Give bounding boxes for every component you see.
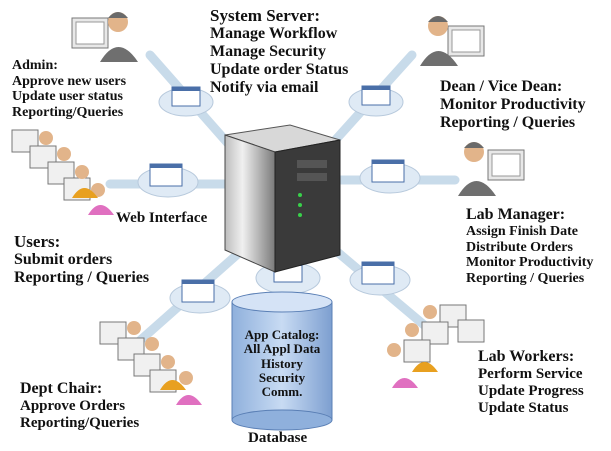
dept-chair-item: Approve Orders (20, 397, 126, 414)
lab-manager-item: Assign Finish Date (466, 223, 579, 239)
database-cylinder-icon (231, 291, 333, 431)
database-item: History (261, 355, 303, 371)
lab-workers-group-icon (387, 304, 485, 388)
lab-manager-user-icon (458, 142, 525, 196)
dean-item: Monitor Productivity (440, 95, 586, 113)
server-label: System Server: Manage Workflow Manage Se… (210, 6, 348, 97)
dean-item: Reporting / Queries (440, 113, 576, 131)
dean-user-icon (420, 16, 485, 66)
admin-user-icon (71, 12, 138, 62)
dept-chair-title: Dept Chair: (20, 380, 103, 397)
admin-item: Update user status (12, 89, 123, 105)
database-caption: Database (248, 430, 308, 446)
dept-chair-group-icon (99, 321, 202, 405)
lab-manager-title: Lab Manager: (466, 206, 566, 223)
dean-label: Dean / Vice Dean: Monitor Productivity R… (440, 78, 586, 132)
database-contents: App Catalog: All Appl Data History Secur… (236, 327, 328, 400)
lab-manager-item: Reporting / Queries (466, 270, 585, 286)
users-title: Users: (14, 232, 61, 251)
admin-item: Approve new users (12, 73, 127, 89)
database-item: Security (258, 369, 306, 385)
lab-workers-item: Perform Service (478, 365, 583, 382)
server-tower-icon (224, 124, 341, 273)
admin-title: Admin: (12, 58, 58, 73)
cloud-browser-lab-workers (349, 261, 411, 296)
admin-item: Reporting/Queries (12, 105, 124, 121)
cloud-browser-dept-chair (169, 279, 231, 314)
lab-workers-title: Lab Workers: (478, 348, 575, 365)
users-item: Reporting / Queries (14, 268, 150, 286)
lab-manager-item: Distribute Orders (466, 239, 573, 255)
lab-manager-label: Lab Manager: Assign Finish Date Distribu… (466, 206, 593, 287)
server-item: Manage Workflow (210, 25, 338, 43)
cloud-browser-lab-manager (359, 159, 421, 194)
server-title: System Server: (210, 6, 320, 25)
database-item: Comm. (261, 384, 303, 400)
web-interface-label: Web Interface (116, 210, 208, 226)
dept-chair-item: Reporting/Queries (20, 414, 140, 431)
users-item: Submit orders (14, 251, 113, 269)
dept-chair-label: Dept Chair: Approve Orders Reporting/Que… (20, 380, 139, 432)
dean-title: Dean / Vice Dean: (440, 78, 563, 95)
cloud-browser-admin (158, 86, 214, 117)
database-title: App Catalog: (244, 327, 320, 342)
server-item: Notify via email (210, 78, 319, 96)
server-item: Manage Security (210, 42, 326, 60)
users-group-icon (11, 129, 114, 215)
cloud-browser-users (137, 163, 199, 198)
lab-workers-label: Lab Workers: Perform Service Update Prog… (478, 348, 584, 416)
database-item: All Appl Data (243, 341, 321, 357)
cloud-browser-dean (348, 85, 404, 117)
lab-manager-item: Monitor Productivity (466, 255, 594, 271)
lab-workers-item: Update Progress (478, 382, 584, 399)
users-label: Users: Submit orders Reporting / Queries (14, 232, 149, 287)
server-item: Update order Status (210, 60, 349, 78)
lab-workers-item: Update Status (478, 399, 569, 416)
admin-label: Admin: Approve new users Update user sta… (12, 58, 126, 121)
